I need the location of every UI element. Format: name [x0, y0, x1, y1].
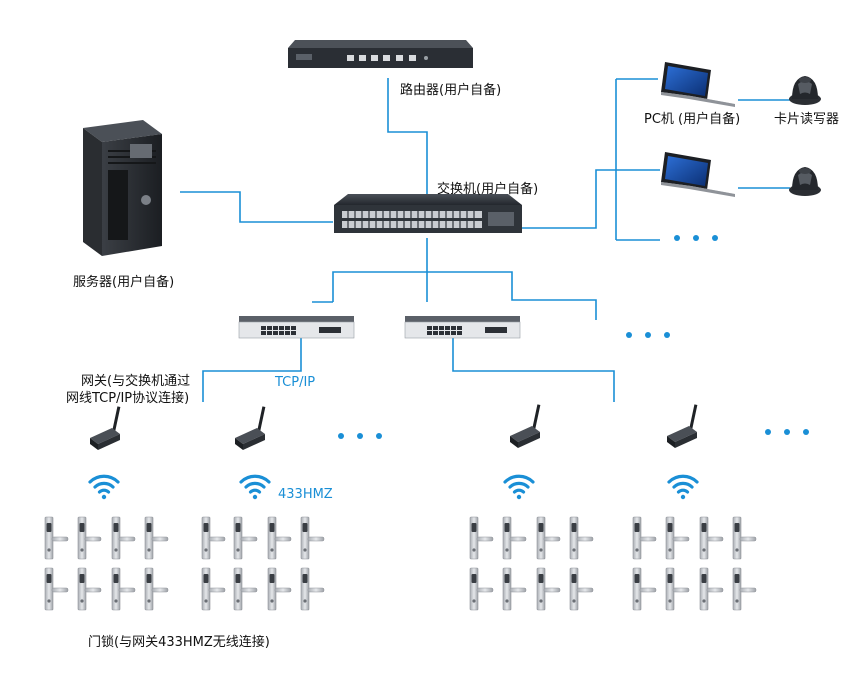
frequency-label: 433HMZ	[278, 487, 333, 502]
gateway-label-line2: 网线TCP/IP协议连接)	[66, 391, 190, 406]
door-lock-icon	[502, 567, 527, 611]
tcpip-label: TCP/IP	[275, 375, 316, 390]
door-lock-icon	[569, 567, 594, 611]
gateway-icon	[510, 404, 541, 448]
door-lock-icon	[144, 567, 169, 611]
wifi-icon	[239, 474, 271, 501]
wifi-icon	[503, 474, 535, 501]
door-lock-icon	[267, 516, 292, 560]
door-lock-icon	[569, 516, 594, 560]
connection-lines	[180, 78, 790, 402]
door-lock-icon	[732, 567, 757, 611]
card-reader-icon	[789, 76, 821, 105]
switch-icon	[238, 315, 355, 339]
door-lock-icon	[536, 567, 561, 611]
more-gateways-ellipsis	[765, 429, 822, 435]
door-lock-icon	[77, 567, 102, 611]
wifi-icon	[667, 474, 699, 501]
door-lock-icon	[502, 516, 527, 560]
door-lock-icon	[469, 567, 494, 611]
card-reader-label: 卡片读写器	[774, 112, 840, 127]
switch-label: 交换机(用户自备)	[437, 182, 539, 197]
wifi-icon	[88, 474, 120, 501]
more-gateways-ellipsis	[338, 433, 395, 439]
switch-icon	[334, 194, 522, 233]
server-icon	[83, 120, 162, 256]
more-switches-ellipsis	[626, 332, 683, 338]
door-lock-icon	[44, 567, 69, 611]
door-lock-icon	[233, 516, 258, 560]
door-lock-icon	[144, 516, 169, 560]
door-lock-icon	[665, 516, 690, 560]
laptop-icon	[661, 62, 735, 107]
server-label: 服务器(用户自备)	[73, 275, 175, 290]
gateway-icon	[235, 406, 266, 450]
card-reader-icon	[789, 167, 821, 196]
door-lock-icon	[201, 567, 226, 611]
door-lock-label: 门锁(与网关433HMZ无线连接)	[88, 635, 270, 650]
door-lock-icon	[77, 516, 102, 560]
more-pcs-ellipsis	[674, 235, 731, 241]
door-lock-icon	[111, 516, 136, 560]
door-lock-group	[632, 516, 757, 611]
door-lock-icon	[699, 567, 724, 611]
door-lock-icon	[699, 516, 724, 560]
door-lock-icon	[665, 567, 690, 611]
door-lock-group	[469, 516, 594, 611]
door-lock-icon	[300, 516, 325, 560]
router-icon	[288, 40, 473, 68]
door-lock-group	[201, 516, 325, 611]
door-lock-icon	[111, 567, 136, 611]
router-label: 路由器(用户自备)	[400, 83, 502, 98]
door-lock-icon	[469, 516, 494, 560]
door-lock-icon	[233, 567, 258, 611]
door-lock-icon	[732, 516, 757, 560]
pc-label: PC机 (用户自备)	[644, 112, 741, 127]
door-lock-icon	[44, 516, 69, 560]
gateway-icon	[90, 406, 121, 450]
door-lock-group	[44, 516, 169, 611]
gateway-icon	[667, 404, 698, 448]
door-lock-icon	[632, 567, 657, 611]
switch-icon	[404, 315, 521, 339]
door-lock-icon	[267, 567, 292, 611]
door-lock-icon	[536, 516, 561, 560]
door-lock-icon	[632, 516, 657, 560]
gateway-label-line1: 网关(与交换机通过	[81, 374, 191, 389]
door-lock-icon	[300, 567, 325, 611]
door-lock-icon	[201, 516, 226, 560]
laptop-icon	[661, 152, 735, 197]
